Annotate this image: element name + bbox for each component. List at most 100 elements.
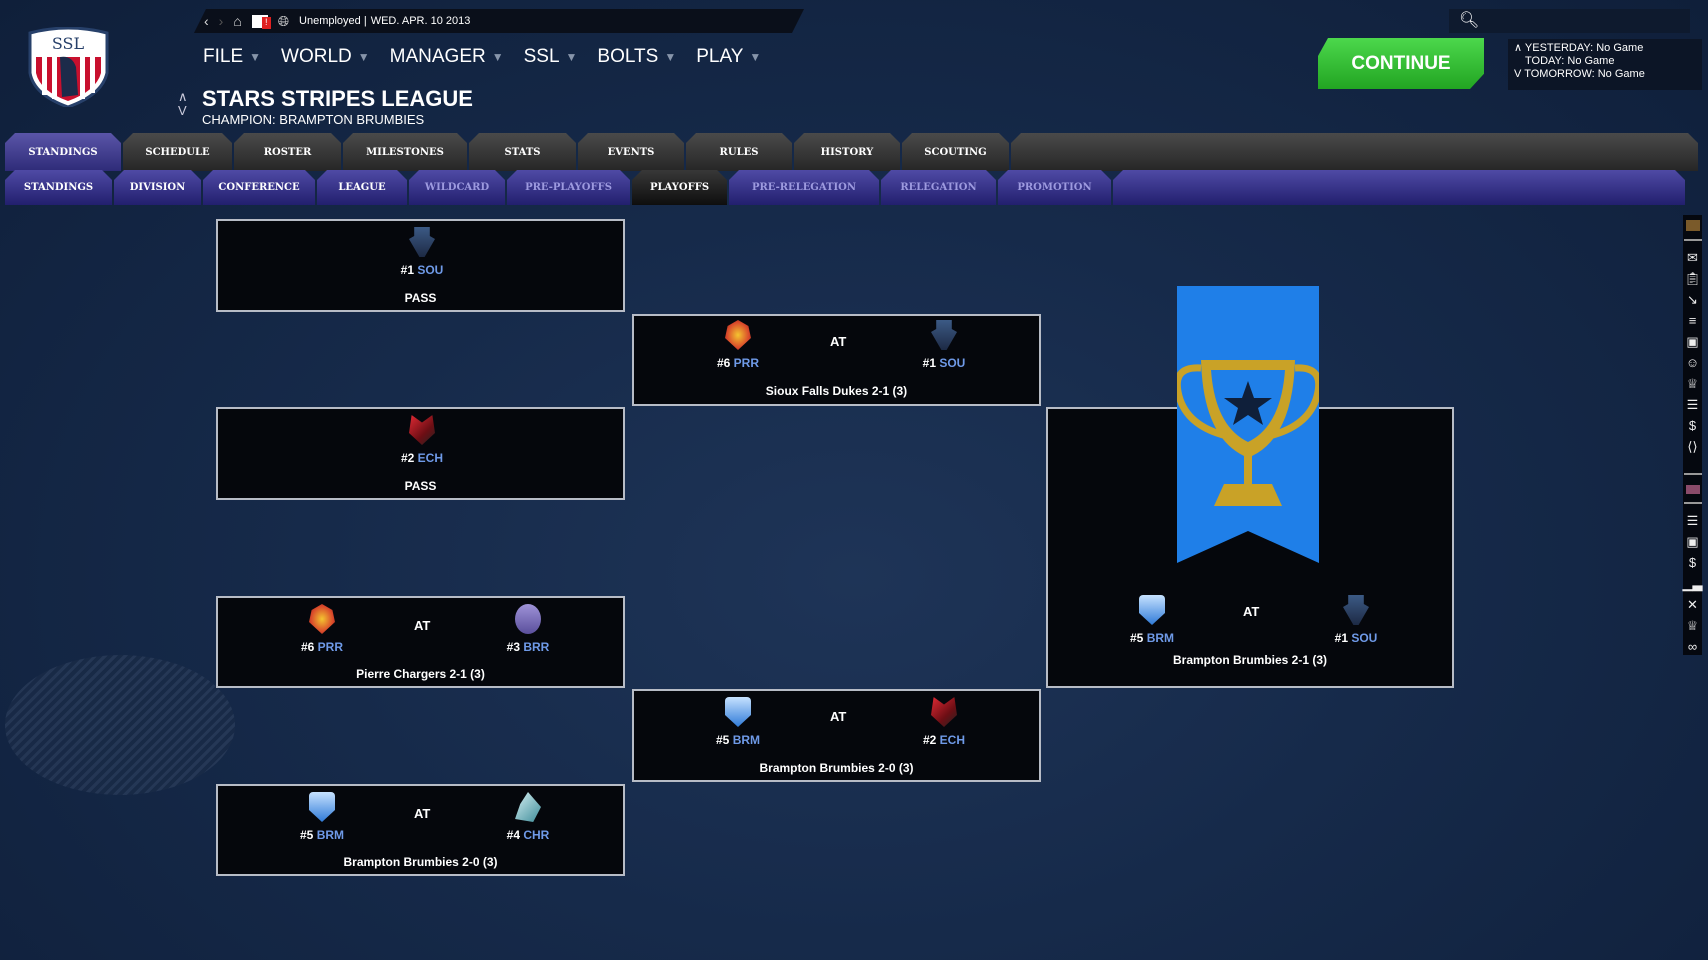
team-abbr[interactable]: BRR — [523, 640, 550, 654]
team-abbr[interactable]: ECH — [417, 451, 444, 465]
team-abbr[interactable]: CHR — [523, 828, 550, 842]
top-bar: ‹ › ⌂ 🌐︎ Unemployed | WED. APR. 10 2013 — [194, 9, 804, 33]
league-badge-icon[interactable] — [1685, 484, 1700, 495]
menu-world[interactable]: WORLD▼ — [281, 46, 370, 68]
menu-play[interactable]: PLAY▼ — [696, 46, 761, 68]
tab-scouting[interactable]: SCOUTING — [902, 133, 1009, 171]
team-abbr[interactable]: PRR — [733, 356, 760, 370]
today-text: TODAY: No Game — [1525, 55, 1615, 67]
seed: #5 — [715, 733, 730, 747]
hockey-sticks-icon[interactable]: ✕ — [1687, 597, 1698, 612]
league-switch-arrows[interactable]: ∧V — [178, 89, 188, 118]
seed: #1 — [922, 356, 936, 370]
inbox-icon[interactable]: ✉︎ — [1687, 250, 1698, 265]
tab-standings[interactable]: STANDINGS — [5, 133, 121, 171]
list-icon[interactable]: ≡ — [1688, 313, 1697, 328]
matchup-result: Pierre Chargers 2-1 (3) — [356, 667, 485, 681]
continue-button[interactable]: CONTINUE — [1318, 38, 1484, 89]
seed: #6 — [300, 640, 315, 654]
chevron-down-icon: ▼ — [664, 50, 677, 64]
subtab-wildcard[interactable]: WILDCARD — [409, 170, 505, 205]
chevron-down-icon: ▼ — [749, 50, 762, 64]
away-team: #5 BRM — [698, 697, 778, 747]
subtab-conference[interactable]: CONFERENCE — [203, 170, 315, 205]
binoculars-icon[interactable]: ∞ — [1687, 639, 1698, 654]
seed: #5 — [1129, 631, 1144, 645]
matchup-r2-2[interactable]: #5 BRM AT #2 ECH Brampton Brumbies 2-0 (… — [632, 689, 1041, 782]
tab-roster[interactable]: ROSTER — [234, 133, 341, 171]
yesterday-row[interactable]: ∧ YESTERDAY: No Game — [1514, 42, 1644, 54]
clipboard-icon[interactable]: 📋︎ — [1684, 271, 1701, 286]
bullet-list-icon[interactable]: ☰ — [1686, 513, 1699, 528]
away-team: #6 PRR — [282, 604, 362, 654]
tab-schedule[interactable]: SCHEDULE — [123, 133, 232, 171]
matchup-r1-2[interactable]: #2 ECH PASS — [216, 407, 625, 500]
matchup-result: PASS — [404, 479, 437, 493]
team-logo-sou — [1343, 595, 1369, 625]
subtab-pre-relegation[interactable]: PRE-RELEGATION — [729, 170, 879, 205]
tomorrow-row[interactable]: V TOMORROW: No Game — [1514, 68, 1645, 80]
team-abbr[interactable]: BRM — [732, 733, 761, 747]
dollar-icon[interactable]: $ — [1688, 555, 1697, 570]
matchup-r1-4[interactable]: #5 BRM AT #4 CHR Brampton Brumbies 2-0 (… — [216, 784, 625, 876]
document-icon[interactable]: ☰ — [1686, 397, 1699, 412]
back-icon[interactable]: ‹ — [204, 13, 209, 29]
subtab-pre-playoffs[interactable]: PRE-PLAYOFFS — [507, 170, 630, 205]
menu-bolts[interactable]: BOLTS ▼ — [597, 46, 676, 68]
at-label: AT — [830, 709, 847, 724]
team-abbr[interactable]: BRM — [316, 828, 345, 842]
transfer-icon[interactable]: ↘ — [1687, 292, 1698, 307]
team-abbr[interactable]: SOU — [939, 356, 966, 370]
code-icon[interactable]: ⟨⟩ — [1687, 439, 1698, 454]
team-slot: #2 ECH — [382, 415, 462, 465]
team-abbr[interactable]: ECH — [939, 733, 966, 747]
bar-chart-icon[interactable]: ▁▃ — [1682, 576, 1703, 591]
tab-filler — [1011, 133, 1698, 171]
right-sidebar: ✉︎ 📋︎ ↘ ≡ ▣ ☺ ♕ ☰ $ ⟨⟩ ☰ ▣ $ ▁▃ ✕ ♕ ∞ — [1682, 215, 1703, 655]
tab-stats[interactable]: STATS — [469, 133, 576, 171]
tactics-board-icon[interactable]: ▣ — [1686, 534, 1699, 549]
team-abbr[interactable]: BRM — [1146, 631, 1175, 645]
menu-manager[interactable]: MANAGER▼ — [390, 46, 504, 68]
team-badge-icon[interactable] — [1685, 220, 1700, 232]
subtab-playoffs[interactable]: PLAYOFFS — [632, 170, 727, 205]
trophy-small-icon[interactable]: ♕ — [1686, 376, 1699, 391]
subtab-league[interactable]: LEAGUE — [317, 170, 407, 205]
matchup-result: Brampton Brumbies 2-1 (3) — [1172, 653, 1328, 667]
tactics-icon[interactable]: ▣ — [1686, 334, 1699, 349]
team-logo-prr — [309, 604, 335, 634]
matchup-r1-3[interactable]: #6 PRR AT #3 BRR Pierre Chargers 2-1 (3) — [216, 596, 625, 688]
subtab-relegation[interactable]: RELEGATION — [881, 170, 996, 205]
team-logo-ech — [409, 415, 435, 445]
menu-file[interactable]: FILE▼ — [203, 46, 261, 68]
home-icon[interactable]: ⌂ — [233, 13, 242, 29]
menu-ssl[interactable]: SSL▼ — [524, 46, 578, 68]
league-header: ∧V STARS STRIPES LEAGUE CHAMPION: BRAMPT… — [178, 86, 473, 127]
staff-icon[interactable]: ☺ — [1685, 355, 1700, 370]
home-team: #4 CHR — [488, 792, 568, 842]
trophy-league-icon[interactable]: ♕ — [1686, 618, 1699, 633]
team-abbr[interactable]: PRR — [317, 640, 344, 654]
tab-milestones[interactable]: MILESTONES — [343, 133, 467, 171]
subtab-promotion[interactable]: PROMOTION — [998, 170, 1111, 205]
tab-rules[interactable]: RULES — [686, 133, 792, 171]
matchup-r1-1[interactable]: #1 SOU PASS — [216, 219, 625, 312]
at-label: AT — [414, 806, 431, 821]
page-title: STARS STRIPES LEAGUE — [202, 86, 473, 111]
tomorrow-text: TOMORROW: No Game — [1524, 68, 1645, 80]
team-abbr[interactable]: SOU — [417, 263, 444, 277]
menu-label: BOLTS — [597, 46, 659, 67]
subtab-standings[interactable]: STANDINGS — [5, 170, 112, 205]
team-logo-sou — [931, 320, 957, 350]
tab-events[interactable]: EVENTS — [578, 133, 684, 171]
finance-staff-icon[interactable]: $ — [1688, 418, 1697, 433]
globe-icon[interactable]: 🌐︎ — [277, 12, 290, 29]
subtab-division[interactable]: DIVISION — [114, 170, 201, 205]
svg-text:SSL: SSL — [52, 34, 85, 53]
matchup-r2-1[interactable]: #6 PRR AT #1 SOU Sioux Falls Dukes 2-1 (… — [632, 314, 1041, 406]
mail-icon[interactable] — [252, 15, 268, 28]
team-abbr[interactable]: SOU — [1351, 631, 1378, 645]
search-input[interactable]: 🔍︎ — [1449, 9, 1690, 33]
tab-history[interactable]: HISTORY — [794, 133, 900, 171]
forward-icon[interactable]: › — [218, 13, 224, 29]
